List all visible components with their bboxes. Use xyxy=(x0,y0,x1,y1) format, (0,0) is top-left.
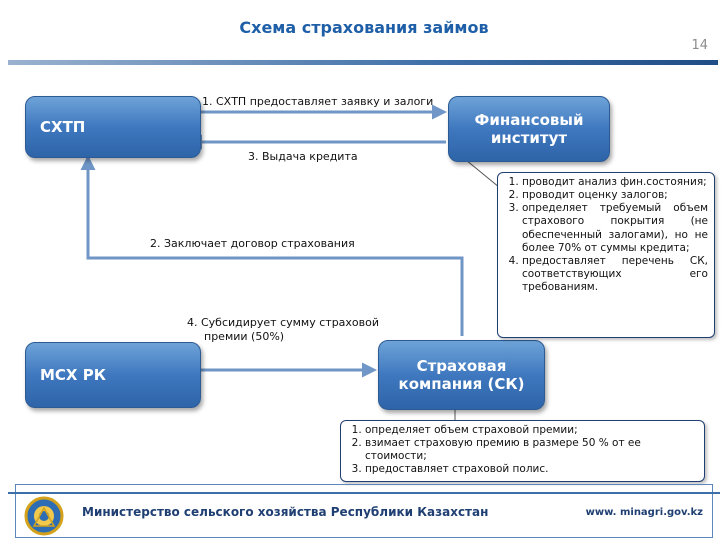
node-finance-label: Финансовый институт xyxy=(474,111,584,147)
node-insurance-company: Страховая компания (СК) xyxy=(378,340,545,410)
node-msx-label: МСХ РК xyxy=(40,366,106,384)
list-item: предоставляет перечень СК, соответствующ… xyxy=(522,255,708,294)
node-msx: МСХ РК xyxy=(25,342,201,408)
node-sxtp: СХТП xyxy=(25,96,201,158)
edge-label-1: 1. СХТП предоставляет заявку и залоги xyxy=(202,95,434,108)
list-item: проводит анализ фин.состояния; xyxy=(522,176,708,189)
list-item: взимает страховую премию в размере 50 % … xyxy=(365,437,698,463)
footer-divider xyxy=(8,492,720,494)
footer-website-link[interactable]: www. minagri.gov.kz xyxy=(585,507,703,518)
edge-label-4-line2: премии (50%) xyxy=(204,330,285,343)
list-item: определяет требуемый объем страхового по… xyxy=(522,202,708,255)
edge-label-3: 3. Выдача кредита xyxy=(248,150,358,163)
node-insurance-label: Страховая компания (СК) xyxy=(398,357,525,393)
header-divider xyxy=(8,60,718,65)
footer-frame xyxy=(15,484,713,538)
insurance-notes-box: определяет объем страховой премии; взима… xyxy=(340,420,705,482)
finance-notes-list: проводит анализ фин.состояния; проводит … xyxy=(504,176,708,294)
arrow-insurance-to-sxtp xyxy=(80,155,464,336)
list-item: определяет объем страховой премии; xyxy=(365,424,698,437)
node-sxtp-label: СХТП xyxy=(40,118,86,136)
page-title: Схема страхования займов xyxy=(239,18,489,37)
insurance-notes-list: определяет объем страховой премии; взима… xyxy=(347,424,698,477)
node-finance-institute: Финансовый институт xyxy=(448,96,610,162)
page-number: 14 xyxy=(691,38,708,53)
edge-label-2: 2. Заключает договор страхования xyxy=(150,237,355,250)
finance-notes-box: проводит анализ фин.состояния; проводит … xyxy=(497,172,715,338)
kazakhstan-emblem-icon xyxy=(24,496,64,536)
edge-label-4-line1: 4. Субсидирует сумму страховой xyxy=(187,316,380,329)
list-item: предоставляет страховой полис. xyxy=(365,463,698,476)
list-item: проводит оценку залогов; xyxy=(522,189,708,202)
footer-ministry-name: Министерство сельского хозяйства Республ… xyxy=(82,505,489,519)
